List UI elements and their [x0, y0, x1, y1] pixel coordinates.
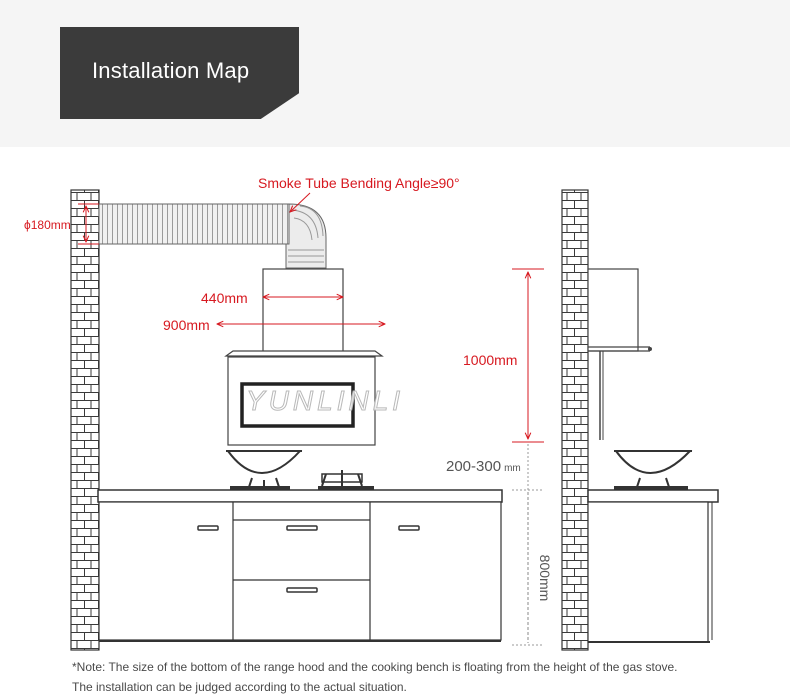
- cabinet-handle: [398, 525, 420, 531]
- countertop-side: [587, 489, 719, 503]
- cabinet-front: [98, 501, 502, 641]
- note-line-1: *Note: The size of the bottom of the ran…: [72, 660, 678, 674]
- cabinet-width-label: 900mm: [163, 317, 210, 333]
- drawer-handle: [286, 587, 318, 593]
- wok-left: [226, 450, 303, 491]
- note-line-2: The installation can be judged according…: [72, 680, 407, 694]
- range-hood: [224, 268, 384, 446]
- title-banner: Installation Map: [60, 27, 299, 119]
- hood-width-label: 440mm: [201, 290, 248, 306]
- right-brick-wall: [561, 189, 589, 651]
- range-hood-side: [587, 268, 652, 440]
- cabinet-side: [587, 501, 709, 643]
- left-brick-wall: [70, 189, 100, 651]
- hood-top-ledge: [224, 350, 384, 357]
- page-title: Installation Map: [92, 58, 250, 83]
- drawer-handle: [286, 525, 318, 531]
- hood-glass-panel: [240, 382, 355, 428]
- hood-chimney: [262, 268, 344, 353]
- height-1000-label: 1000mm: [463, 352, 517, 368]
- wok-side: [614, 450, 693, 491]
- smoke-tube-label: Smoke Tube Bending Angle≥90°: [258, 175, 460, 191]
- burner-right: [318, 470, 374, 490]
- diameter-label: ϕ180mm: [24, 218, 71, 232]
- smoke-tube-leader: [290, 192, 311, 212]
- watermark: YUNLINLI: [246, 385, 404, 416]
- countertop: [97, 489, 503, 503]
- smoke-tube: [98, 203, 327, 269]
- bench-height-label: 800mm: [537, 555, 553, 602]
- cabinet-handle: [197, 525, 219, 531]
